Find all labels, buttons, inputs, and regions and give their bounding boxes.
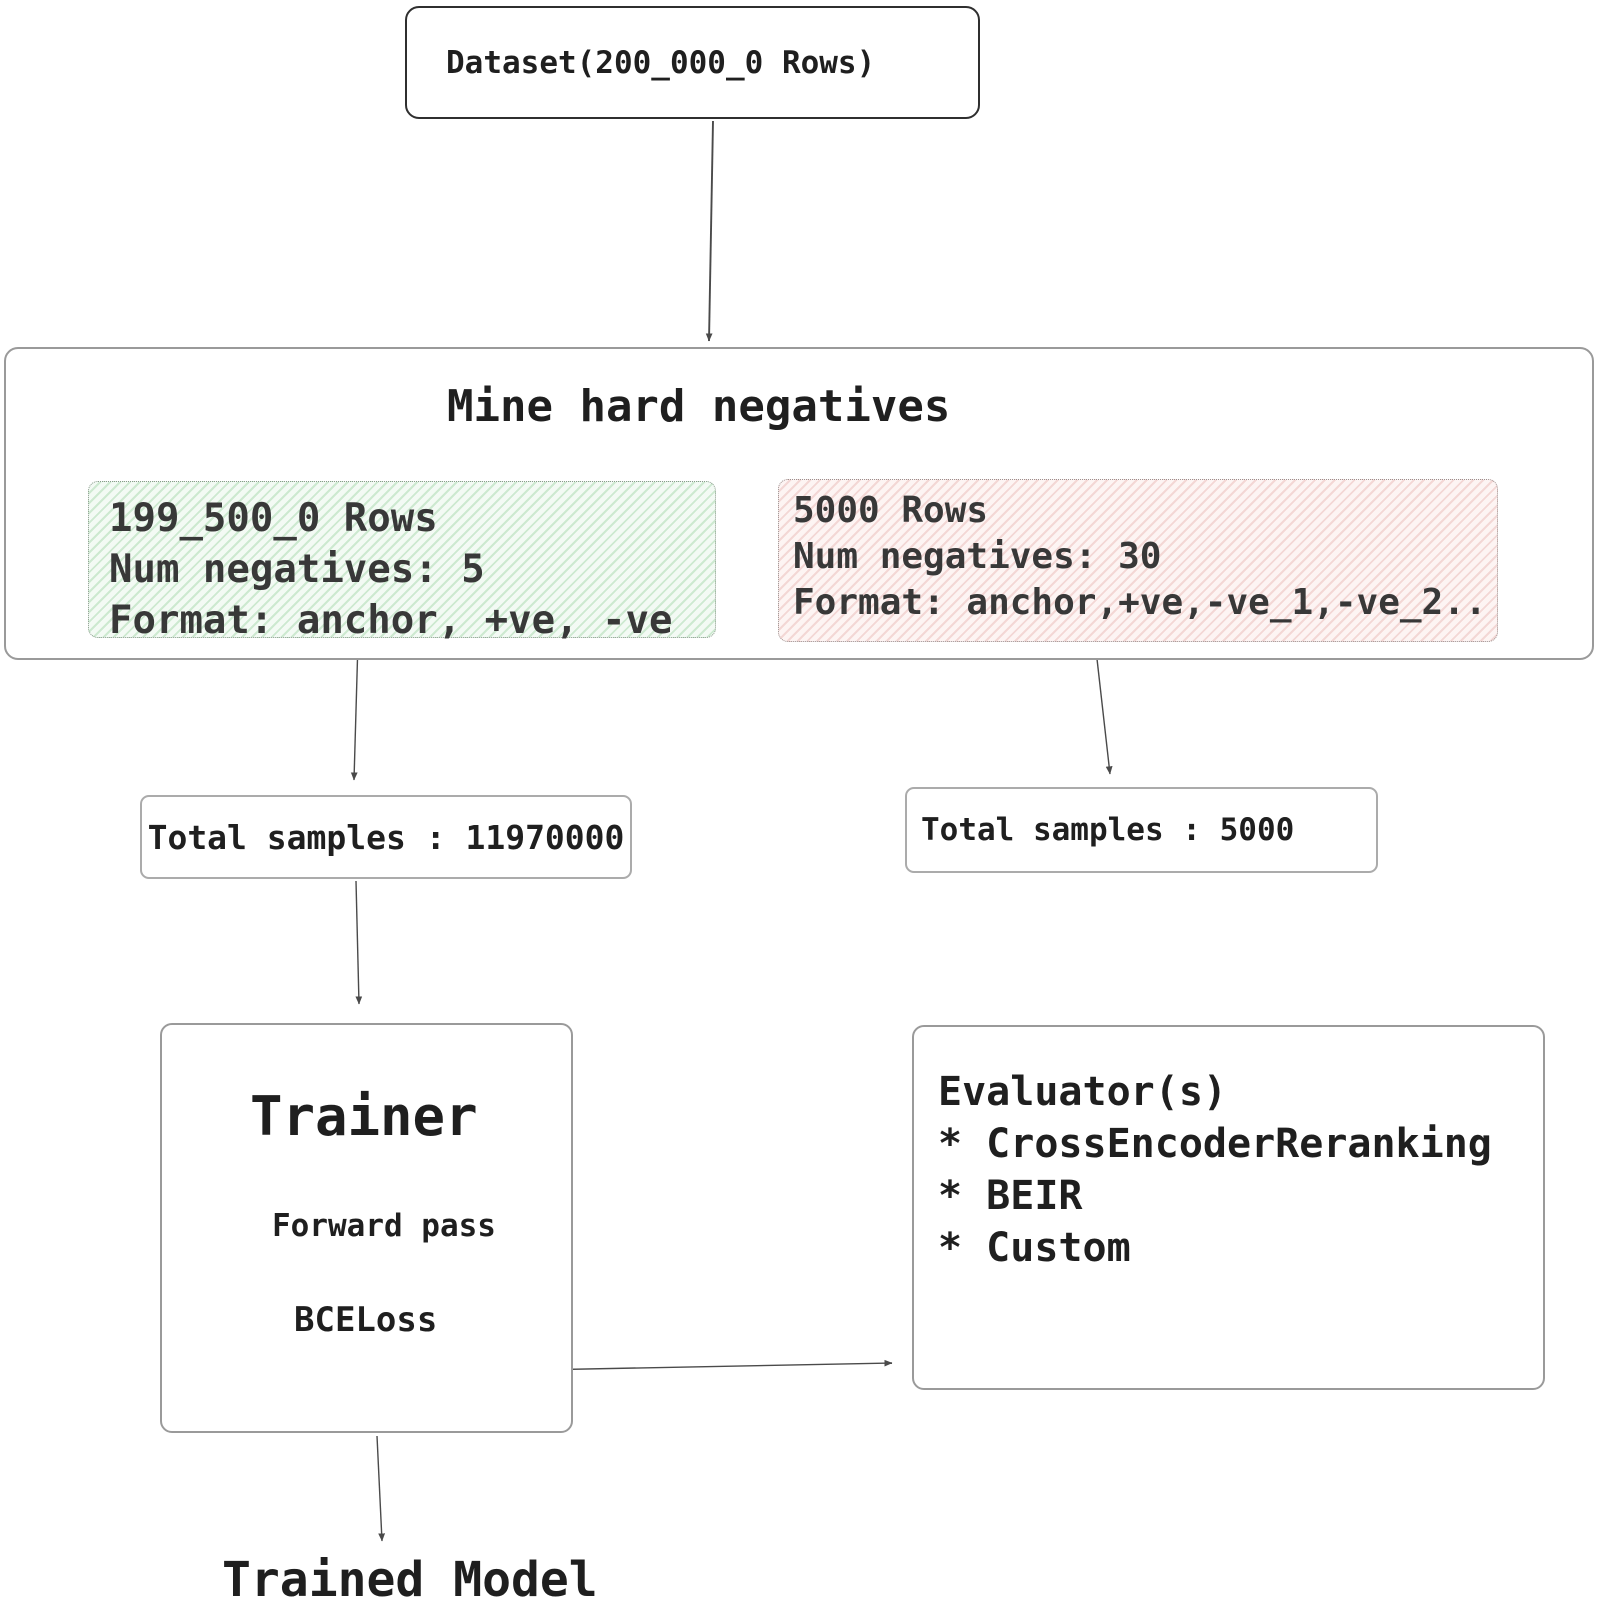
mine-hard-negatives-title: Mine hard negatives (447, 381, 951, 432)
evaluator-item: * CrossEncoderReranking (938, 1121, 1492, 1167)
trained-model-label: Trained Model (222, 1552, 598, 1608)
total-samples-eval-node: Total samples : 5000 (905, 787, 1378, 873)
evaluator-item: * BEIR (938, 1173, 1083, 1219)
connector-trainer-to-model (376, 1435, 386, 1542)
connector-dataset-to-mine (705, 120, 714, 342)
trainer-title: Trainer (250, 1085, 478, 1148)
forward-pass-label: Forward pass (272, 1208, 496, 1244)
evaluator-title: Evaluator(s) (938, 1069, 1227, 1115)
train-split-line: 199_500_0 Rows (109, 496, 438, 541)
evaluator-node (912, 1025, 1545, 1390)
total-samples-train-node: Total samples : 11970000 (140, 795, 632, 879)
evaluator-text-block: Evaluator(s) * CrossEncoderReranking * B… (938, 1066, 1492, 1274)
train-split-card: 199_500_0 Rows Num negatives: 5 Format: … (88, 481, 716, 643)
evaluator-item: * Custom (938, 1225, 1131, 1271)
total-samples-train-label: Total samples : 11970000 (147, 817, 625, 857)
total-samples-eval-label: Total samples : 5000 (921, 812, 1295, 848)
eval-split-line: Format: anchor,+ve,-ve_1,-ve_2.. (793, 582, 1487, 623)
eval-split-line: Num negatives: 30 (793, 536, 1162, 577)
connector-trainsplit-to-total (350, 640, 359, 781)
dataset-label: Dataset(200_000_0 Rows) (446, 44, 876, 81)
eval-split-card: 5000 Rows Num negatives: 30 Format: anch… (778, 479, 1498, 642)
eval-split-line: 5000 Rows (793, 490, 989, 531)
connector-total-to-trainer (355, 880, 363, 1005)
train-split-line: Format: anchor, +ve, -ve (109, 598, 673, 643)
dataset-node: Dataset(200_000_0 Rows) (405, 6, 980, 119)
trainer-node (160, 1023, 573, 1433)
bceloss-label: BCELoss (294, 1300, 438, 1340)
connector-evalsplit-to-total (1095, 649, 1113, 775)
train-split-line: Num negatives: 5 (109, 547, 485, 592)
